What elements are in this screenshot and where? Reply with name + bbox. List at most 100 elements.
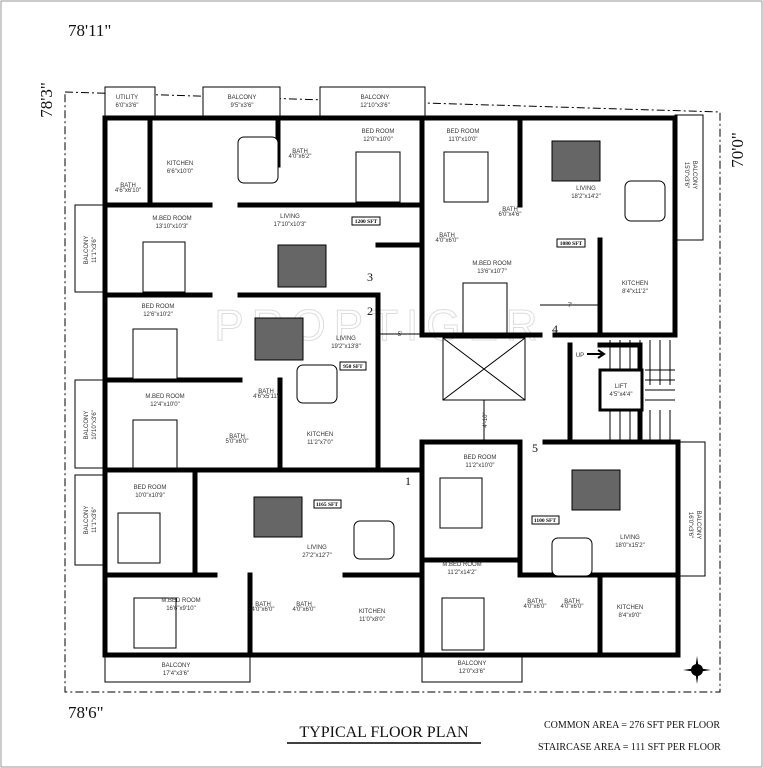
balcony-size: 9'5"x3'6" <box>231 103 254 109</box>
living-size: 18'0"x15'2" <box>615 543 645 549</box>
furniture <box>117 136 666 651</box>
balcony-size: 12'10"x3'6" <box>360 103 390 109</box>
flat-number-3: 3 <box>367 270 373 284</box>
master-bedroom-size: 11'2"x14'2" <box>447 570 476 576</box>
bath-size: 6'0"x4'6" <box>499 212 522 218</box>
utility-label: UTILITY <box>116 95 138 101</box>
bedroom-size: 11'0"x10'0" <box>448 137 477 143</box>
living-label: LIVING <box>620 535 640 541</box>
area-badge: 1165 SFT <box>316 502 338 508</box>
bedroom-label: BED ROOM <box>447 129 480 135</box>
kitchen-size: 8'4"x9'0" <box>619 613 642 619</box>
master-bedroom-label: M.BED ROOM <box>472 261 511 267</box>
flat-d: BED ROOM 10'0"x10'9" BALCONY 11'1"x3'6" … <box>84 485 385 677</box>
balcony-size: 12'0"x3'6" <box>459 669 485 675</box>
bath-size: 4'6"x6'10" <box>115 188 141 194</box>
balcony-label: BALCONY <box>228 95 257 101</box>
flat-number-5: 5 <box>532 441 538 455</box>
dimension-top: 78'11" <box>68 21 111 40</box>
kitchen-label: KITCHEN <box>622 281 648 287</box>
lift <box>598 368 644 412</box>
living-size: 17'10"x10'3" <box>274 222 307 228</box>
balcony-size: 11'1"x3'6" <box>92 507 98 533</box>
balcony-size: 17'4"x3'6" <box>163 671 189 677</box>
bedroom-label: BED ROOM <box>142 304 175 310</box>
living-label: LIVING <box>336 336 356 342</box>
kitchen-label: KITCHEN <box>307 432 333 438</box>
balcony-label: BALCONY <box>84 411 90 440</box>
bath-size: 5'0"x6'0" <box>226 439 249 445</box>
flat-b: BED ROOM 11'0"x10'0" LIVING 18'2"x14'2" … <box>436 129 697 295</box>
staircase-area-note: STAIRCASE AREA = 111 SFT PER FLOOR <box>538 742 721 753</box>
balcony-size: 11'1"x3'6" <box>92 237 98 263</box>
bath-size: 4'0"x6'2" <box>289 154 312 160</box>
bath-label: BATH <box>502 207 518 213</box>
living-label: LIVING <box>307 545 327 551</box>
bedroom-label: BED ROOM <box>464 455 497 461</box>
bath-label: BATH <box>229 434 245 440</box>
kitchen-size: 6'6"x10'0" <box>167 169 193 175</box>
balcony-size: 16'0"x3'6" <box>687 512 693 538</box>
stair-up-label: UP <box>576 353 584 359</box>
dimension-right: 70'0" <box>728 132 747 168</box>
living-label: LIVING <box>576 186 596 192</box>
bath-label: BATH <box>527 599 543 605</box>
bath-label: BATH <box>439 233 455 239</box>
balcony-label: BALCONY <box>691 161 697 190</box>
bath-size: 4'0"x6'0" <box>252 607 275 613</box>
bath-label: BATH <box>120 183 136 189</box>
walls <box>102 115 681 658</box>
living-size: 18'2"x14'2" <box>571 194 601 200</box>
balcony-label: BALCONY <box>458 661 487 667</box>
dimension-bottom: 78'6" <box>68 703 104 722</box>
bath-label: BATH <box>255 602 271 608</box>
flat-number-4: 4 <box>552 322 558 336</box>
master-bedroom-label: M.BED ROOM <box>152 216 191 222</box>
bath-label: BATH <box>564 599 580 605</box>
plan-title: TYPICAL FLOOR PLAN <box>299 724 469 741</box>
bath-size: 4'0"x6'0" <box>561 604 584 610</box>
core: 1 2 3 4 5 5' 7' 4'-10" UP LIFT 4'5"x4'4" <box>367 270 632 488</box>
bedroom-size: 12'6"x10'2" <box>143 312 173 318</box>
dimension-4ft-10in: 4'-10" <box>483 412 489 427</box>
bath-label: BATH <box>258 389 274 395</box>
balcony-label: BALCONY <box>84 236 90 265</box>
kitchen-label: KITCHEN <box>617 605 643 611</box>
master-bedroom-label: M.BED ROOM <box>161 598 200 604</box>
arrow-right-icon <box>587 349 606 359</box>
bedroom-size: 11'2"x10'0" <box>465 463 494 469</box>
area-badge: 1100 SFT <box>534 518 556 524</box>
dimension-left: 78'3" <box>37 82 56 118</box>
flat-e: BED ROOM 11'2"x10'0" 1100 SFT LIVING 18'… <box>442 455 701 675</box>
balcony-label: BALCONY <box>361 95 390 101</box>
plot-boundary <box>64 91 721 693</box>
bedroom-label: BED ROOM <box>362 129 395 135</box>
bedroom-size: 10'0"x10'9" <box>135 493 165 499</box>
kitchen-size: 8'4"x11'2" <box>622 289 648 295</box>
master-bedroom-label: M.BED ROOM <box>442 562 481 568</box>
compass-icon <box>683 656 711 684</box>
flat-a: UTILITY 6'0"x3'6" BALCONY 9'5"x3'6" BALC… <box>84 95 394 264</box>
area-badge: 1200 SFT <box>355 219 378 225</box>
bath-size: 4'6"x5'11" <box>253 394 279 400</box>
living-size: 19'2"x13'8" <box>331 344 361 350</box>
balconies <box>74 86 706 683</box>
flat-c: BED ROOM 12'6"x10'2" LIVING 19'2"x13'8" … <box>84 304 367 446</box>
balcony-label: BALCONY <box>84 506 90 535</box>
dimension-7ft: 7' <box>568 303 572 309</box>
bath-size: 4'0"x6'0" <box>293 607 316 613</box>
flat-number-1: 1 <box>405 474 411 488</box>
master-bedroom-size: 16'6"x9'10" <box>166 606 196 612</box>
master-bedroom-label: M.BED ROOM <box>145 394 184 400</box>
living-size: 27'2"x12'7" <box>302 553 332 559</box>
balcony-size: 15'0"x3'6" <box>683 162 689 188</box>
flat-number-2: 2 <box>367 304 373 318</box>
dimension-5ft: 5' <box>398 332 402 338</box>
master-bedroom-size: 13'6"x10'7" <box>477 269 507 275</box>
bedroom-label: BED ROOM <box>134 485 167 491</box>
bath-size: 4'0"x6'0" <box>524 604 547 610</box>
balcony-label: BALCONY <box>695 511 701 540</box>
staircase <box>598 340 675 440</box>
bedroom-size: 12'0"x10'0" <box>363 137 393 143</box>
